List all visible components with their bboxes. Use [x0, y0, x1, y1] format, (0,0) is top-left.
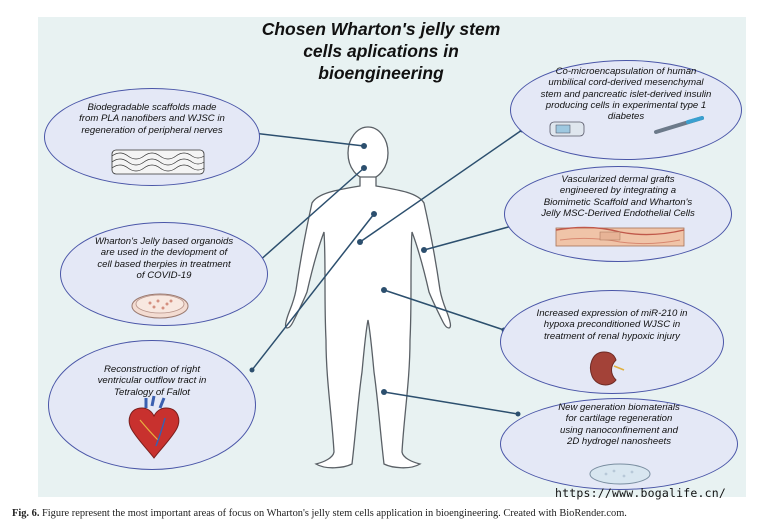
text-cartilage: New generation biomaterials for cartilag… [510, 402, 728, 447]
text-line: diabetes [607, 111, 645, 123]
caption-text: Figure represent the most important area… [39, 508, 627, 519]
text-line: Co-microencapsulation of human [555, 66, 697, 77]
text-line: are used in the devlopment of [100, 247, 228, 259]
text-line: engineered by integrating a [559, 185, 677, 197]
text-line: stem and pancreatic islet-derived insuli… [540, 88, 712, 100]
text-line: treatment of renal hypoxic injury [544, 330, 680, 342]
bubble-diabetes [510, 60, 742, 160]
text-organoids: Wharton's Jelly based organoids are used… [70, 236, 258, 281]
text-tetralogy: Reconstruction of right ventricular outf… [58, 364, 246, 398]
text-line: Reconstruction of right [104, 364, 200, 375]
title-line: Chosen Wharton's jelly stem [261, 19, 501, 39]
text-line: Tetralogy of Fallot [114, 386, 190, 398]
title-line: cells aplications in [303, 41, 459, 61]
text-line: Increased expression of miR-210 in [536, 308, 688, 319]
text-line: Jelly MSC-Derived Endothelial Cells [541, 207, 695, 219]
text-line: for cartilage regeneration [565, 413, 673, 425]
text-line: regeneration of peripheral nerves [81, 124, 223, 136]
connector-tetralogy [251, 213, 375, 371]
glucometer-icon [549, 121, 585, 137]
text-scaffolds: Biodegradable scaffolds made from PLA na… [54, 102, 250, 136]
title-line: bioengineering [318, 63, 444, 83]
text-line: from PLA nanofibers and WJSC in [79, 113, 225, 125]
watermark: https://www.bogalife.cn/ [555, 486, 726, 500]
text-line: cell based therpies in treatment [97, 258, 231, 270]
text-renal: Increased expression of miR-210 in hypox… [510, 308, 714, 342]
insulin-pen-icon [654, 116, 704, 134]
text-dermal: Vascularized dermal grafts engineered by… [514, 174, 722, 219]
text-line: Biomimetic Scaffold and Wharton's [543, 196, 693, 208]
text-line: Biodegradable scaffolds made [87, 102, 217, 113]
text-line: producing cells in experimental type 1 [545, 99, 707, 111]
connector-dermal [423, 225, 513, 251]
text-line: New generation biomaterials [558, 402, 680, 413]
caption-label: Fig. 6. [12, 508, 40, 519]
text-line: Vascularized dermal grafts [561, 174, 675, 185]
human-silhouette-icon [284, 126, 452, 469]
text-line: ventricular outflow tract in [97, 375, 207, 387]
figure-title: Chosen Wharton's jelly stem cells aplica… [246, 18, 516, 84]
text-line: hypoxa preconditioned WJSC in [543, 319, 681, 331]
connector-renal [383, 289, 505, 331]
figure-caption: Fig. 6. Figure represent the most import… [12, 508, 782, 519]
text-line: of COVID-19 [136, 269, 192, 281]
text-diabetes: Co-microencapsulation of human umbilical… [520, 66, 732, 122]
text-line: using nanoconfinement and [560, 424, 678, 436]
connector-organoids [257, 167, 365, 263]
text-line: Wharton's Jelly based organoids [94, 236, 234, 247]
connector-cartilage [383, 391, 519, 415]
text-line: 2D hydrogel nanosheets [566, 435, 671, 447]
text-line: umbilical cord-derived mesenchymal [548, 77, 704, 89]
connector-diabetes [359, 129, 523, 243]
